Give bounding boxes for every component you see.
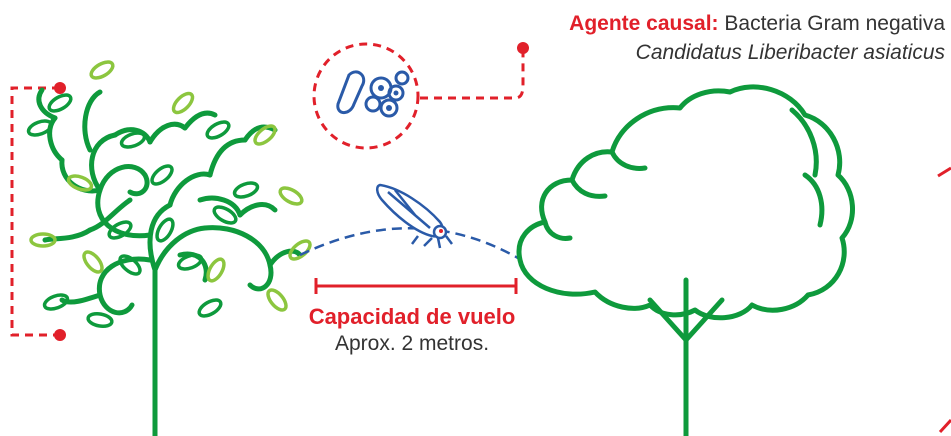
connector-dot [517, 42, 529, 54]
bracket-bottom-dot [54, 329, 66, 341]
bacteria-connector [420, 50, 525, 100]
healthy-tree-icon [516, 84, 856, 436]
causal-agent-label: Agente causal: [569, 12, 719, 35]
causal-agent-line: Agente causal: Bacteria Gram negativa [569, 12, 945, 36]
psyllid-insect-icon [376, 183, 453, 249]
tree-leaves [26, 60, 312, 329]
infected-tree-icon [36, 87, 303, 436]
right-edge-marks [937, 166, 951, 434]
flight-capacity-title: Capacidad de vuelo [308, 304, 516, 329]
left-bracket [10, 86, 60, 337]
flight-arc [299, 227, 519, 260]
flight-range-bar [314, 278, 518, 294]
species-name: Candidatus Liberibacter asiaticus [635, 41, 945, 64]
causal-agent-text: Bacteria Gram negativa [718, 12, 945, 35]
bacteria-icon [312, 42, 420, 150]
flight-distance: Aprox. 2 metros. [334, 332, 490, 355]
bracket-top-dot [54, 82, 66, 94]
